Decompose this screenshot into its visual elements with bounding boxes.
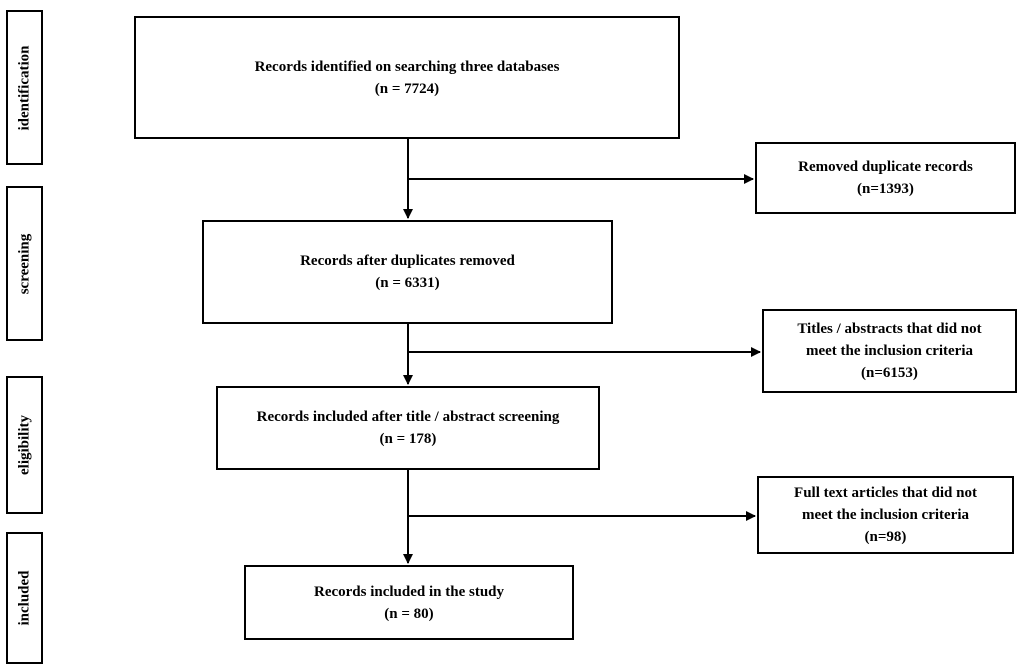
box-title: Records included after title / abstract …: [256, 409, 560, 425]
phase-included: included: [6, 532, 43, 664]
phase-eligibility: eligibility: [6, 376, 43, 514]
box-count: (n=98): [864, 529, 907, 545]
box-line: meet the inclusion criteria: [801, 507, 970, 523]
box-after-title-screening: Records included after title / abstract …: [216, 386, 600, 470]
box-title: Records identified on searching three da…: [254, 58, 560, 75]
box-title: Records after duplicates removed: [300, 253, 515, 269]
box-count: (n = 178): [379, 431, 437, 447]
box-count: (n=6153): [861, 365, 918, 381]
box-title: Records included in the study: [313, 583, 505, 600]
box-line: Titles / abstracts that did not: [797, 321, 982, 337]
box-count: (n=1393): [857, 181, 914, 197]
box-line: Removed duplicate records: [798, 159, 973, 175]
box-count: (n = 7724): [374, 80, 440, 97]
box-line: Full text articles that did not: [794, 485, 977, 501]
box-line: meet the inclusion criteria: [805, 343, 974, 359]
box-count: (n = 6331): [375, 275, 440, 291]
phase-identification: identification: [6, 10, 43, 165]
box-title-abstract-excluded: Titles / abstracts that did not meet the…: [762, 309, 1017, 393]
box-count: (n = 80): [384, 605, 434, 622]
box-removed-duplicates: Removed duplicate records (n=1393): [755, 142, 1016, 214]
box-fulltext-excluded: Full text articles that did not meet the…: [757, 476, 1014, 554]
box-after-duplicates: Records after duplicates removed (n = 63…: [202, 220, 613, 324]
box-records-identified: Records identified on searching three da…: [134, 16, 680, 139]
box-included-in-study: Records included in the study (n = 80): [244, 565, 574, 640]
phase-screening: screening: [6, 186, 43, 341]
